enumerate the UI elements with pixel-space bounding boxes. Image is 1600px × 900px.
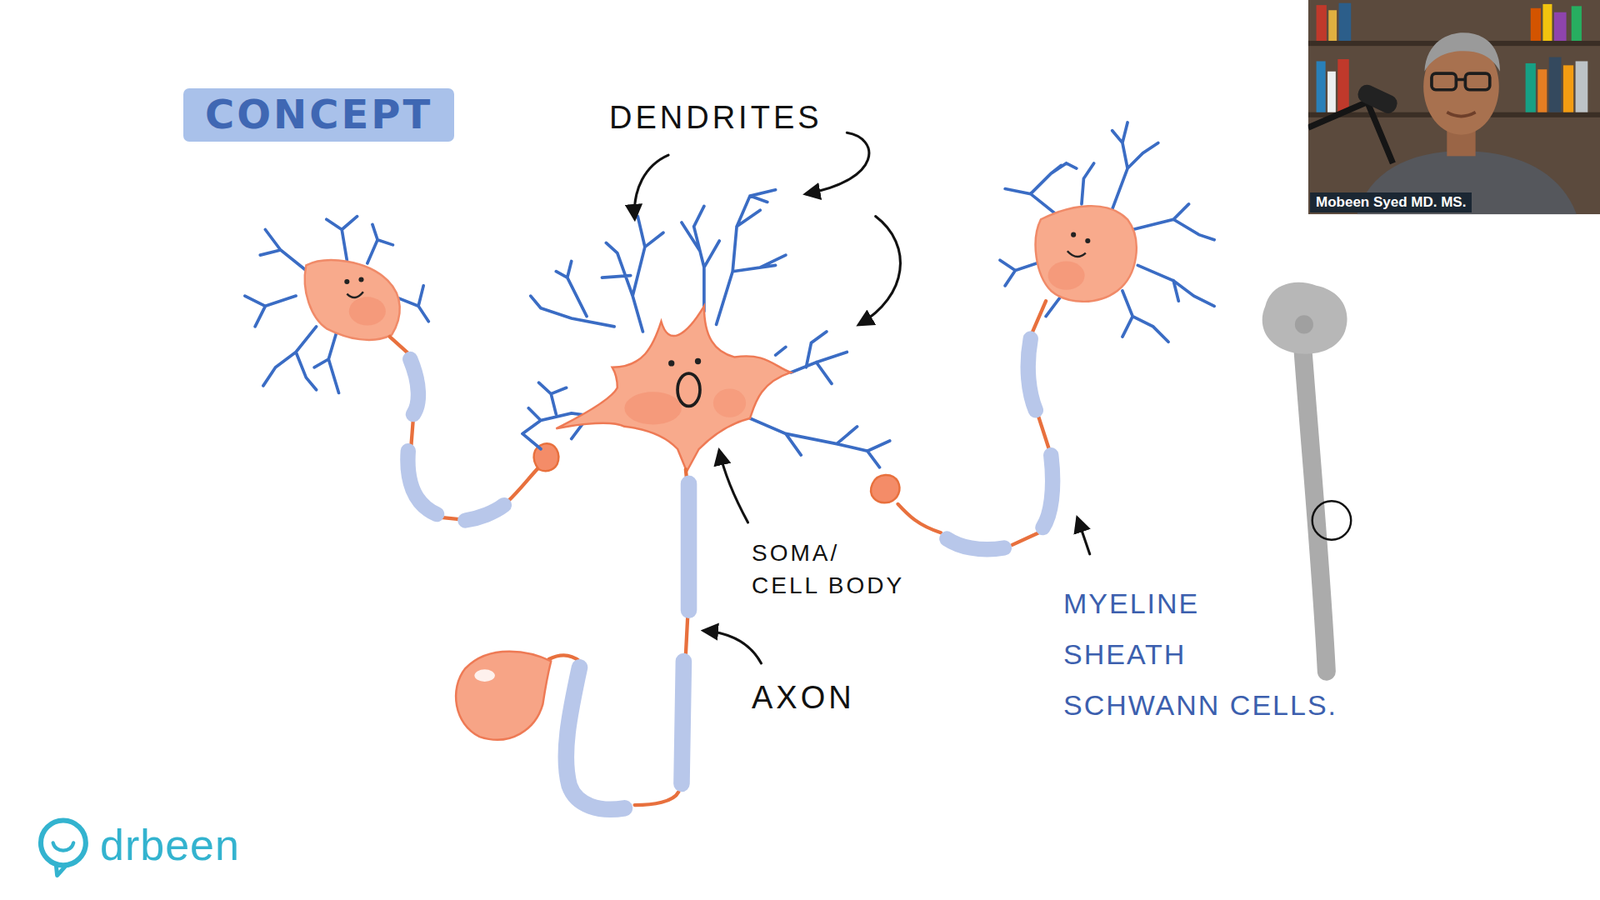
leader-arrow bbox=[859, 216, 900, 325]
logo-icon bbox=[40, 820, 86, 875]
part-label: SCHWANN CELLS. bbox=[1063, 680, 1338, 731]
cell-face bbox=[677, 373, 700, 406]
left-neuron bbox=[245, 216, 559, 521]
schwann-cell-sketch bbox=[1262, 282, 1352, 672]
label-slot: AXON bbox=[751, 678, 855, 719]
label-slot: drbeen bbox=[100, 821, 240, 870]
part-label: DENDRITES bbox=[609, 98, 823, 139]
cell-body bbox=[555, 305, 791, 471]
label-slot: MYELINE SHEATH bbox=[1063, 578, 1280, 680]
label-slot: DENDRITES bbox=[609, 98, 823, 139]
axon-terminal bbox=[870, 475, 900, 503]
dendrites bbox=[245, 216, 429, 394]
part-label: MYELINE SHEATH bbox=[1063, 578, 1280, 680]
part-label: SOMA/ CELL BODY bbox=[751, 536, 910, 602]
leader-arrow bbox=[805, 132, 869, 194]
webcam-panel bbox=[1308, 0, 1600, 215]
central-neuron bbox=[455, 190, 890, 810]
heading-slot: CONCEPT bbox=[183, 88, 455, 142]
right-neuron bbox=[870, 122, 1215, 550]
cursor-ring bbox=[1312, 500, 1352, 540]
leader-arrow bbox=[634, 155, 669, 219]
webcam-background bbox=[1308, 0, 1600, 215]
leader-arrow bbox=[704, 630, 762, 664]
sketch-head bbox=[1262, 282, 1348, 355]
presenter bbox=[1357, 32, 1577, 215]
dendrites bbox=[1000, 122, 1215, 342]
cell-body bbox=[1035, 205, 1137, 302]
microphone bbox=[1308, 81, 1400, 163]
axon-terminal bbox=[455, 651, 551, 740]
myelin-sheath bbox=[565, 483, 689, 810]
leader-arrow bbox=[719, 450, 748, 523]
logo-wordmark: drbeen bbox=[100, 821, 240, 870]
part-label: AXON bbox=[751, 678, 855, 719]
myelin-sheath bbox=[946, 339, 1053, 550]
myelin-sheath bbox=[407, 359, 504, 520]
label-slot: Mobeen Syed MD. MS. bbox=[1310, 192, 1472, 213]
leader-arrows bbox=[634, 132, 1090, 664]
label-slot: SCHWANN CELLS. bbox=[1063, 680, 1338, 731]
leader-arrow bbox=[1077, 518, 1090, 555]
speaker-name-tag: Mobeen Syed MD. MS. bbox=[1310, 192, 1472, 213]
concept-heading: CONCEPT bbox=[183, 88, 455, 142]
cell-body bbox=[305, 260, 400, 340]
label-slot: SOMA/ CELL BODY bbox=[751, 536, 910, 602]
